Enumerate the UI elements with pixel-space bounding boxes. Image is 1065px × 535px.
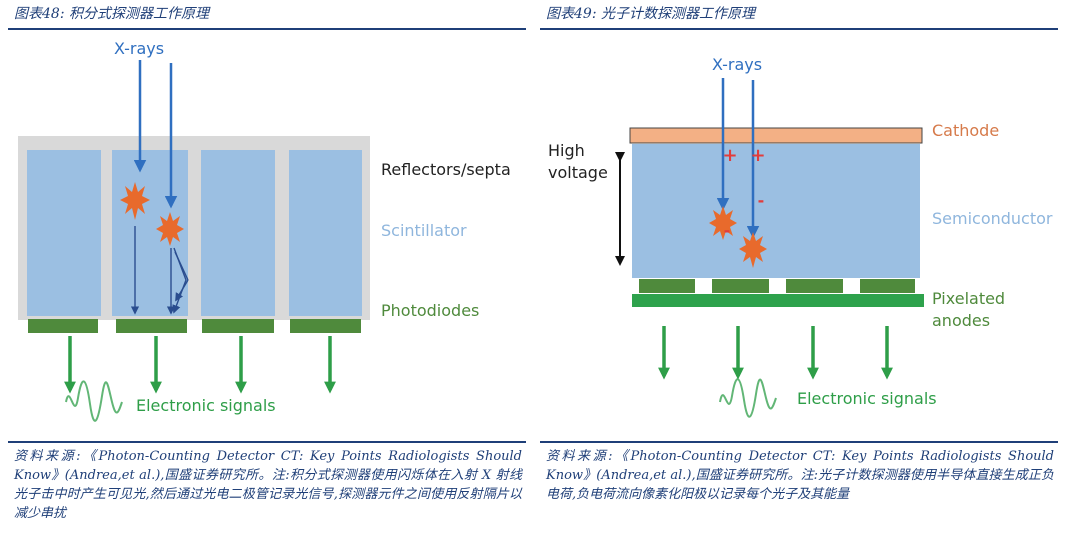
anode-pixel [712,279,769,293]
anodes-label: anodes [932,311,990,330]
scintillator-element [201,150,275,316]
figure-title: 图表48: 积分式探测器工作原理 [14,6,209,22]
photon-counting-detector-diagram: + + - - X-rays High voltage Cathode Semi… [548,55,1053,418]
photon-interaction-spark-icon [739,232,767,268]
source-note: 资料来源:《Photon-Counting Detector CT: Key P… [546,449,1054,502]
semiconductor-layer [632,144,920,278]
electronic-signals-label: Electronic signals [136,396,276,415]
xrays-label: X-rays [712,55,762,74]
photodiode [28,319,98,333]
photodiode [290,319,361,333]
integrating-detector-diagram: X-rays Reflectors/septa Scintillator Pho… [18,39,511,422]
photon-counting-detector-panel: 图表49: 光子计数探测器工作原理 + + - - [540,0,1060,535]
cathode-label: Cathode [932,121,999,140]
electronic-signals-label: Electronic signals [797,389,937,408]
source-divider [540,441,1058,443]
pixelated-label: Pixelated [932,289,1005,308]
signal-waveform-icon [719,378,777,418]
pixelated-anode-base [632,294,924,307]
semiconductor-label: Semiconductor [932,209,1053,228]
scintillator-label: Scintillator [381,221,467,240]
scintillator-element [27,150,101,316]
signal-waveform-icon [65,380,123,422]
photodiode [116,319,187,333]
anode-pixel [786,279,843,293]
anode-pixel [860,279,915,293]
anode-pixel [639,279,695,293]
scintillator-element [289,150,362,316]
integrating-detector-panel: 图表48: 积分式探测器工作原理 [8,0,528,535]
source-note: 资料来源:《Photon-Counting Detector CT: Key P… [14,449,522,521]
photodiode [202,319,274,333]
xrays-label: X-rays [114,39,164,58]
negative-charge-icon: - [724,221,731,240]
title-divider [8,28,526,30]
high-voltage-label-line2: voltage [548,163,608,182]
high-voltage-label-line1: High [548,141,585,160]
positive-charge-icon: + [722,145,737,166]
source-divider [8,441,526,443]
title-divider [540,28,1058,30]
reflected-light-arrow [175,279,189,302]
photodiodes-label: Photodiodes [381,301,479,320]
scintillation-spark-icon [120,182,150,220]
cathode-layer [629,127,923,144]
negative-charge-icon: - [758,191,765,210]
reflected-light-arrow [174,251,189,281]
reflectors-label: Reflectors/septa [381,160,511,179]
scintillation-spark-icon [156,212,184,246]
figure-title: 图表49: 光子计数探测器工作原理 [546,6,755,22]
photon-interaction-spark-icon [709,206,737,240]
positive-charge-icon: + [750,145,765,166]
